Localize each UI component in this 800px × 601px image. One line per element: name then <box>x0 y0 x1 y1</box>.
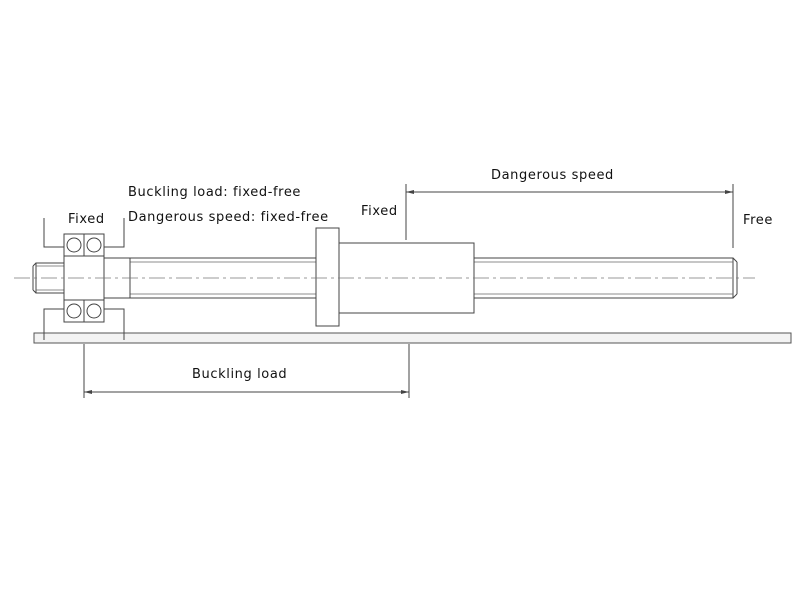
label-free: Free <box>743 213 773 228</box>
base-plate <box>33 332 792 344</box>
label-dangerous-speed: Dangerous speed <box>491 168 614 183</box>
label-fixed-left: Fixed <box>68 212 105 227</box>
buckling-load-dimension <box>83 344 410 398</box>
label-dangerous-fixed-free: Dangerous speed: fixed-free <box>128 210 329 225</box>
bearing-support <box>43 218 125 340</box>
label-buckling-fixed-free: Buckling load: fixed-free <box>128 185 302 200</box>
label-fixed-nut: Fixed <box>361 204 398 219</box>
dangerous-speed-dimension <box>405 184 734 248</box>
threaded-end <box>32 262 65 294</box>
ball-nut <box>315 227 475 327</box>
label-buckling-load: Buckling load <box>192 367 288 382</box>
